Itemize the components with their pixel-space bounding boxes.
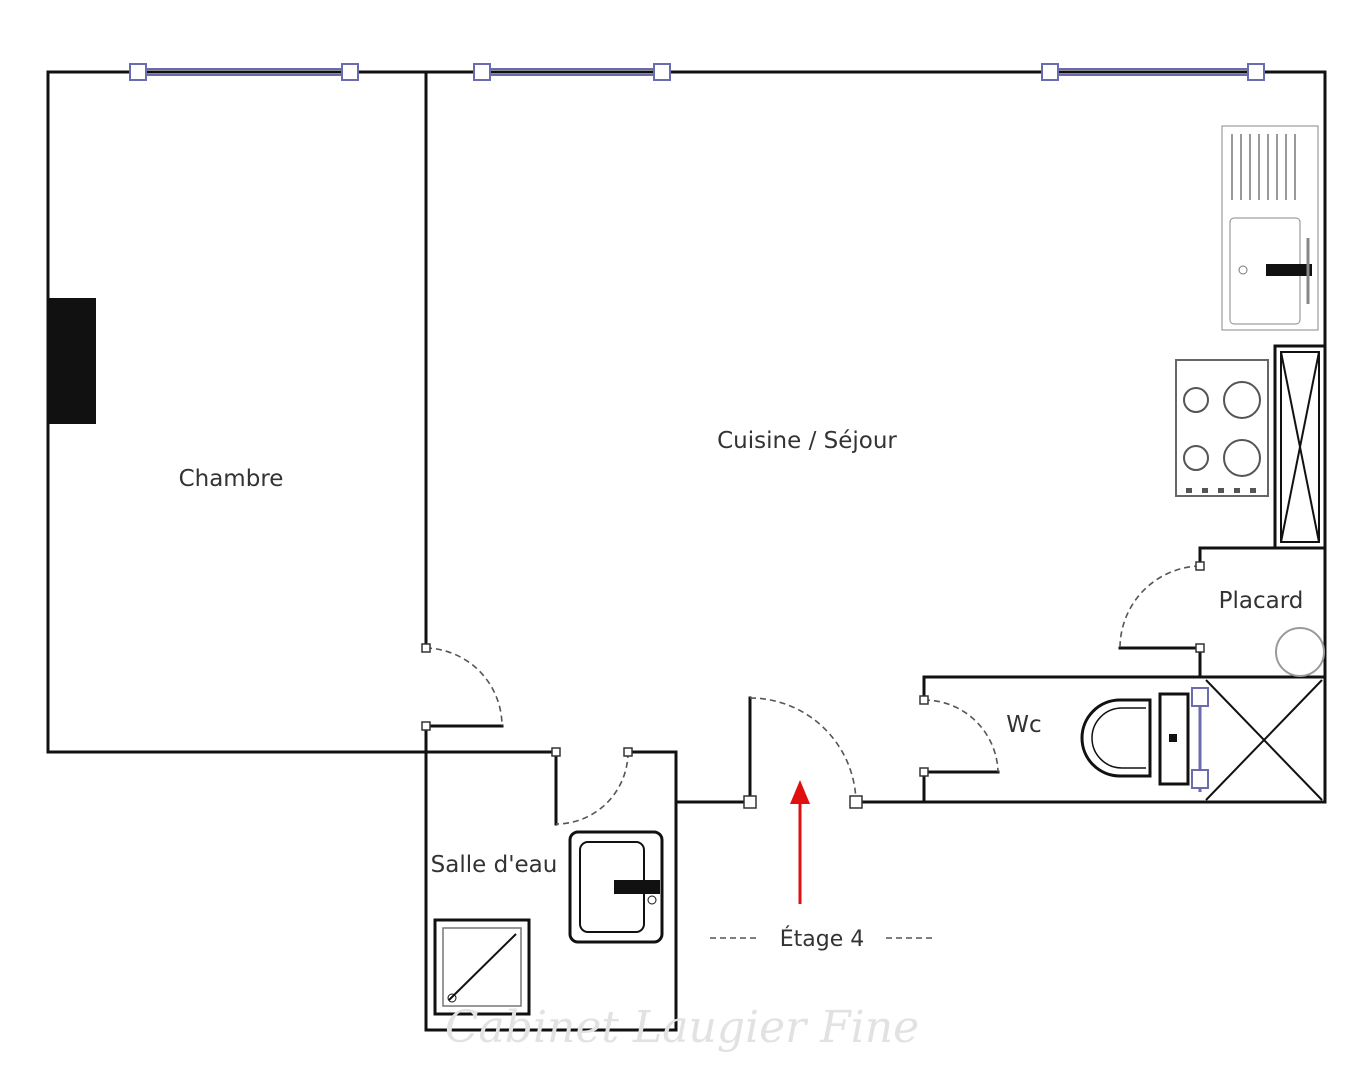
- entrance-arrow: [790, 780, 810, 904]
- door-placard: [1118, 561, 1205, 653]
- kitchen-sink: [1221, 125, 1319, 331]
- room-label-chambre: Chambre: [179, 466, 284, 492]
- chimney-block: [48, 298, 96, 424]
- windows: [129, 63, 1265, 81]
- room-label-cuisine-sejour: Cuisine / Séjour: [717, 428, 897, 454]
- water-heater: [1275, 627, 1325, 677]
- door-wc: [919, 695, 1000, 777]
- wc-toilet: [1080, 692, 1190, 786]
- room-label-salle-deau: Salle d'eau: [431, 852, 558, 878]
- door-entrance: [743, 696, 863, 809]
- room-label-wc: Wc: [1006, 712, 1041, 738]
- kitchen-hob: [1175, 359, 1269, 497]
- doors: [421, 561, 1205, 826]
- wc-duct: [1205, 679, 1323, 801]
- walls: [46, 70, 1327, 1032]
- watermark: Cabinet Laugier Fine: [445, 1002, 919, 1053]
- shower-tray: [433, 918, 531, 1016]
- room-label-placard: Placard: [1219, 588, 1304, 614]
- kitchen-duct: [1280, 351, 1320, 543]
- door-salle-deau: [551, 747, 633, 826]
- door-chambre: [421, 643, 504, 731]
- floor-label: Étage 4: [780, 926, 865, 952]
- wc-pipe: [1191, 687, 1209, 792]
- bathroom-sink: [568, 830, 664, 944]
